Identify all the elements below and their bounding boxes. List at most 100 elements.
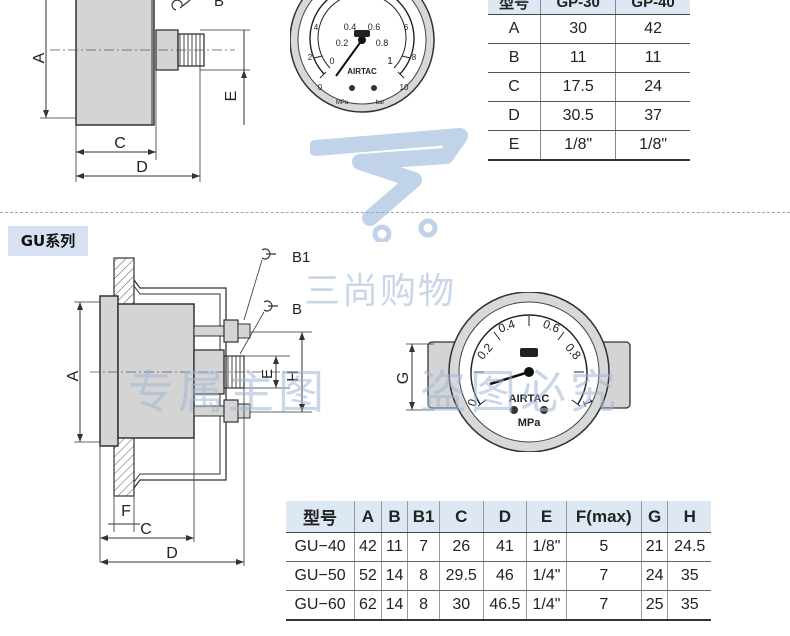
- table-cell: 14: [380, 590, 408, 621]
- table-header-cell: E: [526, 501, 567, 533]
- gauge-unit-left: MPa: [336, 100, 349, 106]
- gauge-outer-label: 6: [404, 23, 409, 32]
- gauge-outer-label: 10: [400, 83, 409, 92]
- table-cell: 8: [407, 561, 440, 591]
- dim-label-b: B: [214, 0, 224, 10]
- table-header-row: 型号 A B B1 C D E F(max) G H: [286, 501, 711, 533]
- table-cell: 11: [540, 43, 616, 73]
- dim-label-e: E: [259, 369, 276, 379]
- table-cell: 1/4": [526, 561, 567, 591]
- gauge-inner-label: 0.6: [368, 22, 381, 32]
- table-cell: A: [488, 14, 541, 44]
- table-cell: E: [488, 130, 541, 161]
- table-cell: 26: [438, 532, 484, 562]
- table-row: D 30.5 37: [488, 101, 690, 131]
- table-header-cell: F(max): [565, 501, 642, 533]
- watermark-text: 三尚购物: [304, 271, 457, 312]
- gauge-unit: MPa: [518, 417, 542, 429]
- gauge-inner-label: 0.2: [336, 38, 349, 48]
- table-cell: 29.5: [438, 561, 484, 591]
- table-header-cell: 型号: [488, 0, 541, 15]
- table-cell: 30: [540, 14, 616, 44]
- gauge-outer-label: 4: [314, 23, 319, 32]
- table-cell: 46.5: [482, 590, 527, 621]
- gauge-brand: AIRTAC: [509, 393, 550, 405]
- table-cell: 46: [482, 561, 527, 591]
- table-cell: GU−50: [286, 561, 355, 591]
- table-header-cell: C: [438, 501, 484, 533]
- table-header-cell: B: [380, 501, 408, 533]
- table-header-cell: 型号: [286, 501, 355, 533]
- table-cell: 35: [667, 561, 711, 591]
- gauge-outer-label: 8: [412, 53, 417, 62]
- table-row: GU−50 52 14 8 29.5 46 1/4" 7 24 35: [286, 561, 711, 591]
- gauge-needle: [335, 39, 363, 77]
- table-cell: 21: [640, 532, 668, 562]
- gu-spec-table: 型号 A B B1 C D E F(max) G H GU−40 42 11 7…: [286, 501, 711, 621]
- table-cell: 1/4": [526, 590, 567, 621]
- dim-label-g: G: [395, 372, 412, 384]
- dim-label-c: C: [114, 135, 126, 152]
- table-header-cell: GP-30: [540, 0, 616, 15]
- table-cell: 41: [482, 532, 527, 562]
- gauge-outer-label: 2: [308, 53, 313, 62]
- table-header-cell: G: [640, 501, 668, 533]
- table-cell: 24: [640, 561, 668, 591]
- table-cell: 1/8": [526, 532, 567, 562]
- table-row: E 1/8" 1/8": [488, 130, 690, 161]
- gu-gauge-face: 0 0.2 0.4 0.6 0.8 1 AIRTAC MPa: [427, 292, 631, 452]
- table-cell: 7: [565, 590, 642, 621]
- table-cell: 1/8": [615, 130, 690, 161]
- table-row: GU−40 42 11 7 26 41 1/8" 5 21 24.5: [286, 532, 711, 562]
- section-title: GU系列: [8, 226, 88, 256]
- dim-label-d: D: [166, 545, 178, 562]
- table-cell: GU−40: [286, 532, 355, 562]
- table-header-cell: GP-40: [615, 0, 690, 15]
- dim-label-d: D: [136, 159, 148, 176]
- table-cell: 35: [667, 590, 711, 621]
- dim-label-a: A: [65, 370, 82, 381]
- table-cell: 42: [354, 532, 382, 562]
- table-cell: B: [488, 43, 541, 73]
- gu-gauge-dim-g: G: [395, 343, 434, 411]
- gauge-scale-label: 0.4: [496, 317, 517, 336]
- table-cell: 1/8": [540, 130, 616, 161]
- gauge-inner-label: 0.4: [344, 22, 357, 32]
- dim-label-f: F: [121, 503, 131, 520]
- dim-label-a: A: [31, 52, 48, 63]
- gauge-scale-label: 1: [580, 396, 597, 408]
- table-cell: 7: [407, 532, 440, 562]
- gauge-inner-label: 0: [329, 56, 334, 66]
- table-cell: 7: [565, 561, 642, 591]
- table-header-row: 型号 GP-30 GP-40: [488, 0, 690, 15]
- table-cell: 42: [615, 14, 690, 44]
- gauge-needle: [489, 370, 530, 386]
- gp-side-view-drawing: B A E C D: [31, 0, 250, 182]
- gauge-scale-label: 0: [465, 397, 481, 408]
- gauge-inner-label: 0.8: [376, 38, 389, 48]
- dim-label-b: B: [292, 301, 302, 318]
- table-cell: GU−60: [286, 590, 355, 621]
- mc-logo-icon: [520, 348, 538, 357]
- table-cell: 14: [380, 561, 408, 591]
- wrench-icon: [263, 300, 278, 312]
- table-row: GU−60 62 14 8 30 46.5 1/4" 7 25 35: [286, 590, 711, 621]
- table-cell: 37: [615, 101, 690, 131]
- mc-logo-icon: [354, 30, 370, 37]
- table-cell: 11: [380, 532, 408, 562]
- gp-gauge-face: 0 0.2 0.4 0.6 0.8 1 0 2 4 6 8 10 AIRTAC …: [290, 0, 435, 113]
- watermark-text: 专属主图: [128, 365, 328, 419]
- table-cell: 30.5: [540, 101, 616, 131]
- dim-label-h: H: [285, 370, 302, 382]
- gauge-brand: AIRTAC: [347, 67, 377, 76]
- table-row: A 30 42: [488, 14, 690, 44]
- table-cell: 8: [407, 590, 440, 621]
- table-cell: 24: [615, 72, 690, 102]
- table-cell: 11: [615, 43, 690, 73]
- table-header-cell: H: [667, 501, 711, 533]
- gp-spec-table: 型号 GP-30 GP-40 A 30 42 B 11 11 C 17.5 24…: [488, 0, 690, 161]
- table-cell: 62: [354, 590, 382, 621]
- table-cell: 5: [565, 532, 642, 562]
- watermark-text: 盗图必究: [420, 365, 620, 419]
- table-cell: 30: [438, 590, 484, 621]
